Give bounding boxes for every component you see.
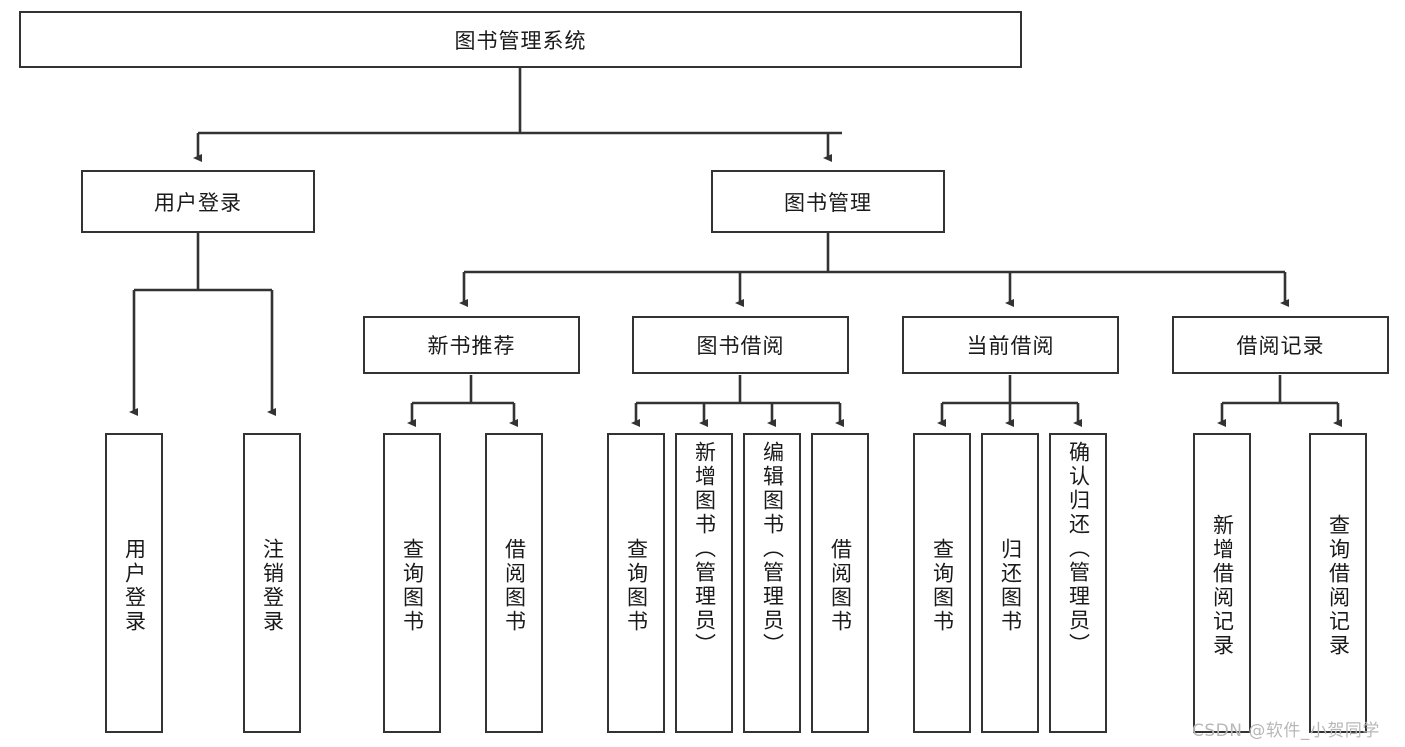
- leaf-current-confirm-return-admin[interactable]: 确认归还（管理员）: [1049, 433, 1107, 733]
- leaf-borrow-borrow-book[interactable]: 借阅图书: [811, 433, 869, 733]
- node-label: 借阅图书: [828, 538, 853, 634]
- node-current-borrow[interactable]: 当前借阅: [902, 316, 1119, 374]
- node-user-login[interactable]: 用户登录: [81, 170, 315, 233]
- leaf-recommend-borrow-book[interactable]: 借阅图书: [485, 433, 543, 733]
- node-label: 新增图书（管理员）: [692, 441, 717, 657]
- node-book-management[interactable]: 图书管理: [711, 170, 945, 233]
- node-label: 用户登录: [154, 190, 242, 215]
- node-label: 新书推荐: [427, 334, 516, 358]
- leaf-borrow-query-book[interactable]: 查询图书: [607, 433, 665, 733]
- node-label: 用户登录: [122, 538, 147, 634]
- node-label: 借阅记录: [1236, 334, 1325, 358]
- node-label: 确认归还（管理员）: [1066, 441, 1091, 657]
- leaf-current-return-book[interactable]: 归还图书: [981, 433, 1039, 733]
- node-label: 归还图书: [998, 538, 1023, 634]
- node-label: 当前借阅: [966, 334, 1055, 358]
- node-label: 借阅图书: [502, 538, 527, 634]
- leaf-record-query-borrow-record[interactable]: 查询借阅记录: [1309, 433, 1367, 733]
- node-label: 新增借阅记录: [1210, 514, 1235, 658]
- node-label: 查询借阅记录: [1326, 514, 1351, 658]
- node-label: 图书借阅: [696, 334, 785, 358]
- node-label: 查询图书: [930, 538, 955, 634]
- node-label: 图书管理系统: [454, 28, 587, 53]
- node-label: 注销登录: [260, 538, 285, 634]
- node-label: 编辑图书（管理员）: [760, 441, 785, 657]
- node-label: 查询图书: [624, 538, 649, 634]
- node-book-borrow[interactable]: 图书借阅: [632, 316, 849, 374]
- leaf-user-login-login[interactable]: 用户登录: [105, 433, 163, 733]
- node-book-management-system[interactable]: 图书管理系统: [19, 11, 1022, 68]
- leaf-record-add-borrow-record[interactable]: 新增借阅记录: [1193, 433, 1251, 733]
- node-borrow-record[interactable]: 借阅记录: [1172, 316, 1389, 374]
- leaf-current-query-book[interactable]: 查询图书: [913, 433, 971, 733]
- leaf-recommend-query-book[interactable]: 查询图书: [383, 433, 441, 733]
- leaf-borrow-edit-book-admin[interactable]: 编辑图书（管理员）: [743, 433, 801, 733]
- csdn-watermark: CSDN @软件_小贺同学: [1192, 721, 1380, 741]
- leaf-borrow-add-book-admin[interactable]: 新增图书（管理员）: [675, 433, 733, 733]
- node-label: 图书管理: [784, 190, 872, 215]
- node-new-book-recommend[interactable]: 新书推荐: [363, 316, 580, 374]
- leaf-user-login-logout[interactable]: 注销登录: [243, 433, 301, 733]
- node-label: 查询图书: [400, 538, 425, 634]
